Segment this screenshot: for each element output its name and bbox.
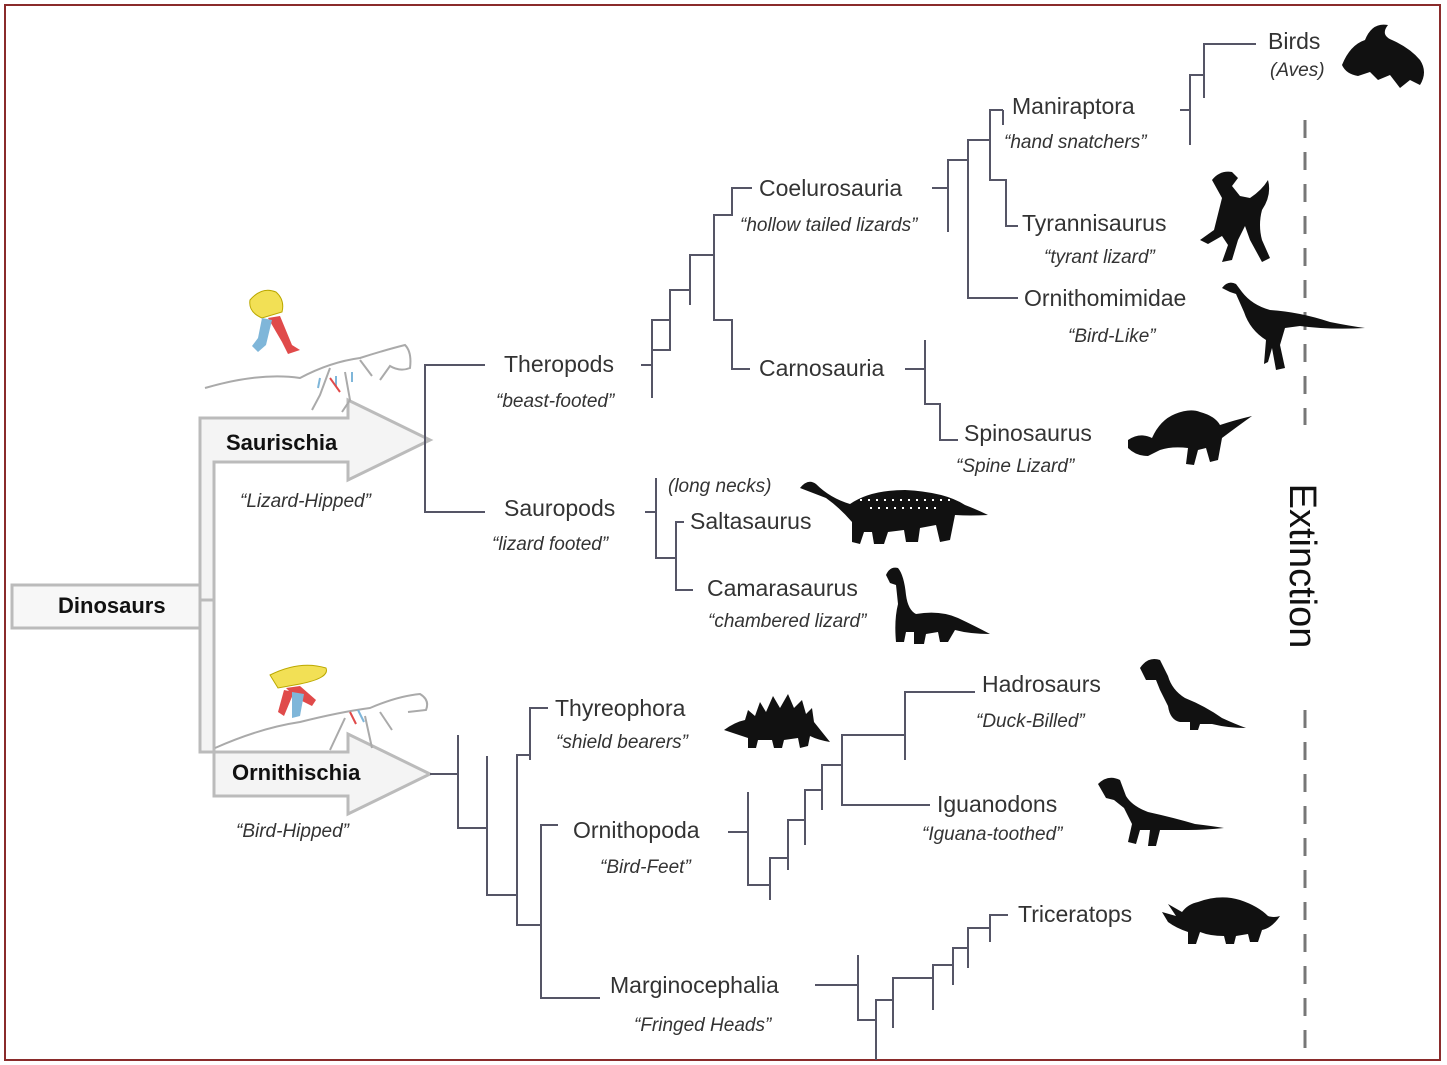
ornithomimidae-subtitle: “Bird-Like” (1068, 327, 1156, 346)
thyreophora-label: Thyreophora (555, 697, 685, 720)
camarasaurus-subtitle: “chambered lizard” (708, 612, 866, 631)
bird-silhouette-icon (1342, 25, 1424, 88)
iguanodon-silhouette-icon (1098, 778, 1224, 846)
spinosaurus-label: Spinosaurus (964, 422, 1092, 445)
camarasaurus-silhouette-icon (886, 568, 990, 644)
sauropods-subtitle: “lizard footed” (492, 535, 608, 554)
theropods-subtitle: “beast-footed” (496, 392, 614, 411)
saltasaurus-note: (long necks) (668, 477, 772, 496)
saltasaurus-silhouette-icon (800, 482, 988, 544)
camarasaurus-label: Camarasaurus (707, 577, 858, 600)
thyreophora-subtitle: “shield bearers” (556, 733, 688, 752)
maniraptora-subtitle: “hand snatchers” (1004, 133, 1147, 152)
ornithischia-label: Ornithischia (232, 762, 360, 784)
coelurosauria-subtitle: “hollow tailed lizards” (740, 216, 917, 235)
coelurosauria-label: Coelurosauria (759, 177, 902, 200)
birds-label: Birds (1268, 30, 1320, 53)
triceratops-label: Triceratops (1018, 903, 1132, 926)
hadrosaurs-label: Hadrosaurs (982, 673, 1101, 696)
ornithischia-subtitle: “Bird-Hipped” (236, 822, 349, 841)
extinction-label: Extinction (1283, 484, 1321, 649)
saltasaurus-label: Saltasaurus (690, 510, 811, 533)
stegosaurus-silhouette-icon (724, 694, 830, 748)
ornithomimidae-label: Ornithomimidae (1024, 287, 1186, 310)
ornithopoda-label: Ornithopoda (573, 819, 700, 842)
saurischia-hip-icon (250, 290, 300, 354)
maniraptora-label: Maniraptora (1012, 95, 1135, 118)
saurischia-subtitle: “Lizard-Hipped” (240, 492, 371, 511)
ornithischia-hip-icon (270, 665, 326, 718)
spinosaurus-silhouette-icon (1128, 410, 1252, 465)
iguanodons-subtitle: “Iguana-toothed” (922, 825, 1063, 844)
saurischia-label: Saurischia (226, 432, 337, 454)
marginocephalia-label: Marginocephalia (610, 974, 779, 997)
dinosaurs-label: Dinosaurs (58, 595, 166, 617)
iguanodons-label: Iguanodons (937, 793, 1057, 816)
sauropods-label: Sauropods (504, 497, 615, 520)
trex-silhouette-icon (1200, 172, 1270, 262)
birds-subtitle: (Aves) (1270, 61, 1325, 80)
tyrannisaurus-label: Tyrannisaurus (1022, 212, 1166, 235)
skeleton-icon (205, 345, 427, 750)
hadrosaur-silhouette-icon (1140, 659, 1246, 730)
hadrosaurs-subtitle: “Duck-Billed” (976, 712, 1085, 731)
carnosauria-label: Carnosauria (759, 357, 884, 380)
theropods-label: Theropods (504, 353, 614, 376)
tyrannisaurus-subtitle: “tyrant lizard” (1044, 248, 1155, 267)
marginocephalia-subtitle: “Fringed Heads” (634, 1016, 771, 1035)
ornithomimid-silhouette-icon (1222, 283, 1365, 370)
spinosaurus-subtitle: “Spine Lizard” (956, 457, 1074, 476)
ornithopoda-subtitle: “Bird-Feet” (600, 858, 691, 877)
triceratops-silhouette-icon (1162, 897, 1280, 944)
